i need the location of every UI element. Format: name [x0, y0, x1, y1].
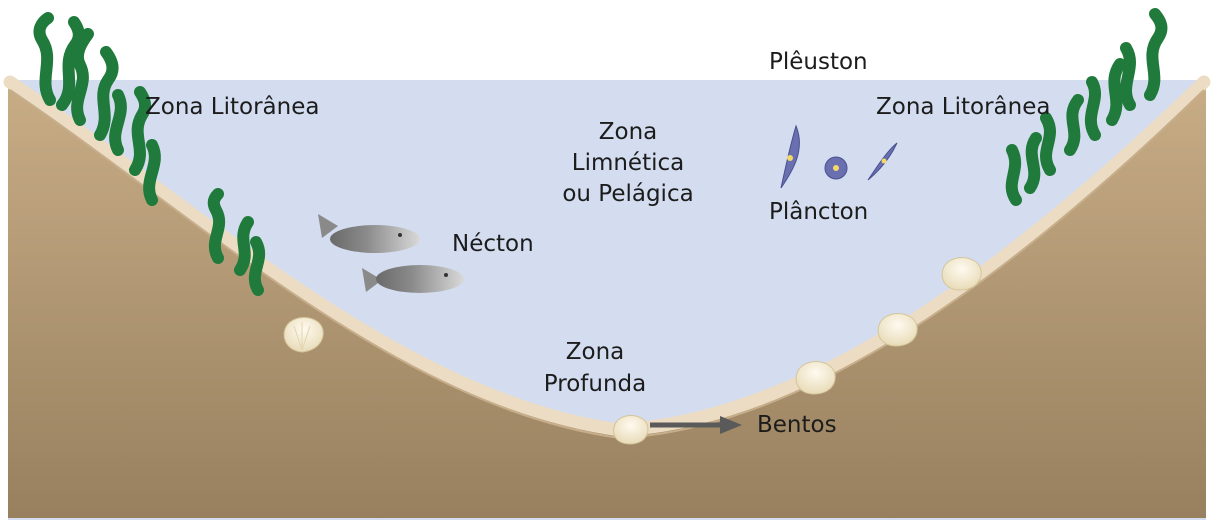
- label-limnetic-line1: Zona: [538, 118, 718, 146]
- shell-2: [614, 416, 648, 445]
- label-littoral-left: Zona Litorânea: [145, 93, 319, 121]
- label-profundal-line2: Profunda: [515, 370, 675, 398]
- label-profundal-line1: Zona: [515, 338, 675, 366]
- label-pleuston: Plêuston: [769, 48, 868, 76]
- shell-4: [878, 314, 917, 347]
- shell-5: [942, 258, 981, 291]
- label-limnetic-line3: ou Pelágica: [538, 180, 718, 208]
- label-profundal-zone: Zona Profunda: [515, 338, 675, 398]
- label-benthos: Bentos: [757, 411, 837, 439]
- label-limnetic-line2: Limnética: [538, 149, 718, 177]
- label-nekton: Nécton: [452, 230, 534, 258]
- shell-3: [796, 362, 835, 395]
- label-plankton: Plâncton: [769, 198, 868, 226]
- label-limnetic-zone: Zona Limnética ou Pelágica: [538, 118, 718, 208]
- label-littoral-right: Zona Litorânea: [876, 93, 1050, 121]
